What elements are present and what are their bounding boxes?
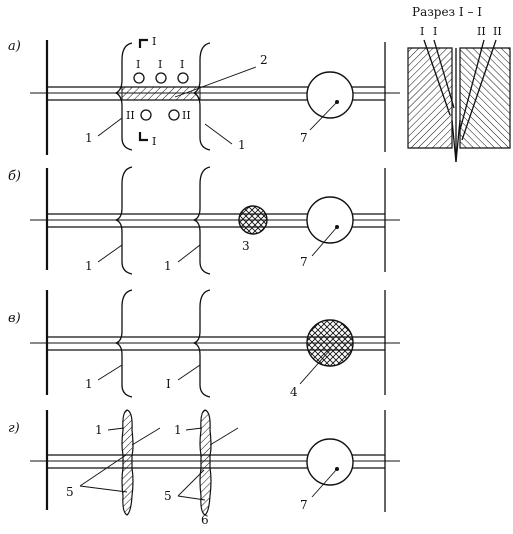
leader-1-right [177,244,201,263]
section-title: Разрез I – I [412,5,482,19]
weld-zone [121,86,201,101]
circle-7 [306,196,354,244]
callout-6: 6 [201,513,209,527]
panel-a: а) I I I I I II II 2 1 1 [8,35,400,155]
panel-b: б) 1 1 3 7 [8,166,400,275]
panel-b-letter: б) [8,169,21,184]
electrode-bracket-right [191,289,211,398]
leader-1-left [97,244,123,263]
callout-7: 7 [300,255,308,269]
hole-i-label-1: I [136,58,140,71]
panel-v: в) 1 I 4 [8,289,400,399]
hole-i-2 [155,72,167,84]
panel-g: г) 1 1 5 5 6 7 [8,409,400,527]
hole-i-label-3: I [180,58,184,71]
crosshatched-circle-3 [238,205,268,235]
callout-4: 4 [290,385,298,399]
leader-1-right [177,364,201,381]
circle-7 [306,438,354,486]
hole-ii-label-1: II [126,109,135,122]
leader-7 [311,226,338,257]
callout-1-right: 1 [164,259,172,273]
panel-v-letter: в) [8,311,21,326]
hole-i-1 [133,72,145,84]
callout-1-right: 1 [174,423,182,437]
leader-5-b [79,485,128,493]
panel-g-letter: г) [8,421,20,436]
leader-4 [299,349,331,385]
section-mark-bottom-label: I [152,135,156,148]
electrode-deformed-left [121,409,134,516]
hole-i-label-2: I [158,58,162,71]
drill-ii-1 [459,39,485,131]
drill-ii-2 [461,39,497,141]
section-block-left [407,47,453,149]
leader-1-left [97,364,123,381]
callout-3: 3 [242,239,250,253]
callout-1-left: 1 [95,423,103,437]
electrode-bracket-left [114,42,133,151]
leader-1-left [107,427,125,431]
leader-5-c [177,469,205,497]
leader-1-right [185,427,203,431]
callout-2: 2 [260,53,268,67]
section-mark-bottom [138,132,148,142]
callout-5-right: 5 [164,489,172,503]
leader-5-a [79,454,127,487]
hole-ii-1 [140,109,152,121]
section-tip [451,119,461,163]
callout-1-left: 1 [85,377,93,391]
section-mark-top [138,38,148,48]
electrode-bracket-right [191,166,211,275]
leader-7 [309,101,338,131]
section-mark-2: I [433,25,437,38]
section-mark-1: I [420,25,424,38]
hole-ii-2 [168,109,180,121]
section-mark-4: II [493,25,502,38]
crack-line-left [131,427,161,446]
section-mark-3: II [477,25,486,38]
drill-i-2 [433,39,455,109]
hole-i-3 [177,72,189,84]
leader-1-right [204,123,233,145]
leader-2 [174,66,257,98]
callout-5-left: 5 [66,485,74,499]
drill-i-1 [423,39,451,116]
electrode-bracket-left [113,289,133,398]
hole-ii-label-2: II [182,109,191,122]
callout-1-left: 1 [85,259,93,273]
section-block-right [459,47,511,149]
circle-7 [306,71,354,119]
crosshatched-circle-4 [306,319,354,367]
leader-5-d [177,495,206,501]
electrode-bracket-left [113,166,133,275]
callout-1-left: 1 [85,131,93,145]
panel-a-letter: а) [8,39,21,54]
leader-1-left [97,117,123,137]
callout-1-right: I [166,377,171,391]
callout-1-right: 1 [238,138,246,152]
callout-7: 7 [300,498,308,512]
callout-7: 7 [300,131,308,145]
section-mark-top-label: I [152,35,156,48]
crack-line-right [209,427,239,446]
section-inset: Разрез I – I I I II II [407,5,511,163]
electrode-deformed-right [199,409,212,516]
leader-7 [311,468,338,498]
